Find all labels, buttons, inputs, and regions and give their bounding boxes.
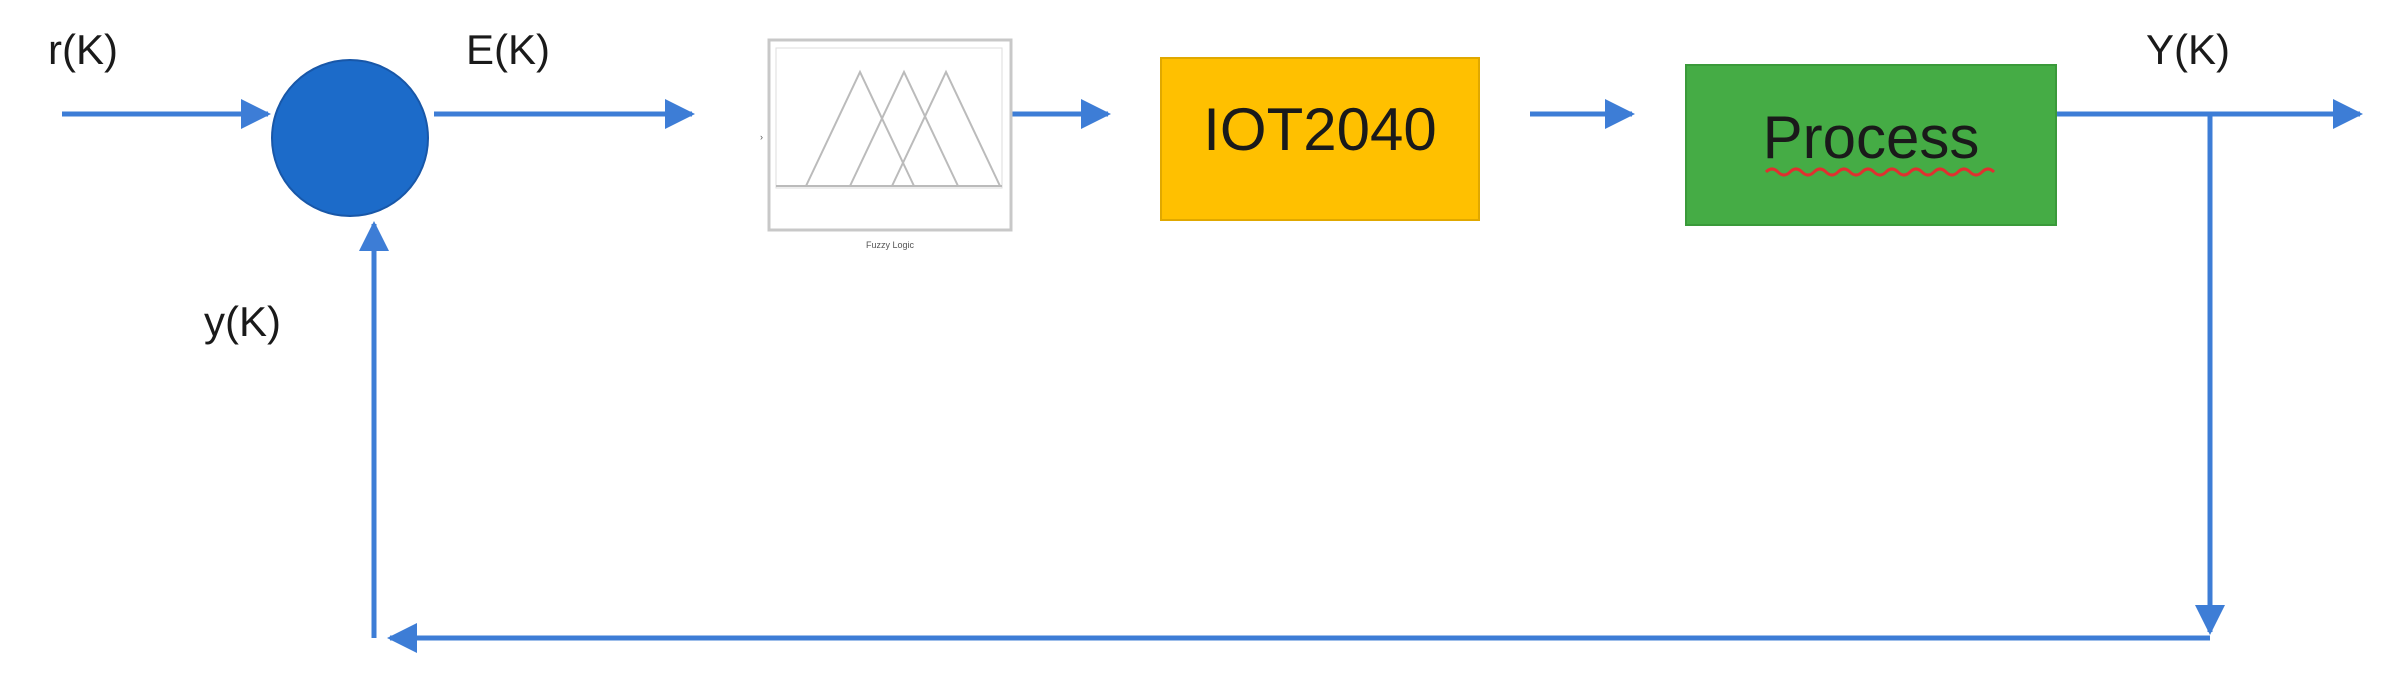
fuzzy-controller-caption: Fuzzy Logic bbox=[866, 240, 915, 250]
iot2040-label: IOT2040 bbox=[1203, 96, 1436, 163]
signal-lines bbox=[62, 99, 2363, 653]
process-label: Process bbox=[1763, 104, 1980, 171]
fuzzy-input-marker: › bbox=[760, 132, 763, 142]
reference-signal-label: r(K) bbox=[48, 26, 118, 73]
spell-check-underline bbox=[1764, 167, 1996, 177]
fuzzy-membership-functions-icon bbox=[776, 69, 1002, 187]
summing-junction bbox=[271, 59, 429, 217]
fuzzy-controller-block: › Fuzzy Logic bbox=[760, 38, 1013, 250]
iot2040-block: IOT2040 bbox=[1160, 57, 1480, 221]
feedback-signal-label: y(K) bbox=[204, 298, 281, 345]
iot2040-box bbox=[1160, 57, 1480, 221]
output-signal-label: Y(K) bbox=[2146, 26, 2230, 73]
fuzzy-controller-inner-frame bbox=[775, 47, 1003, 189]
error-signal-label: E(K) bbox=[466, 26, 550, 73]
process-block: Process bbox=[1685, 64, 2057, 226]
process-box bbox=[1685, 64, 2057, 226]
